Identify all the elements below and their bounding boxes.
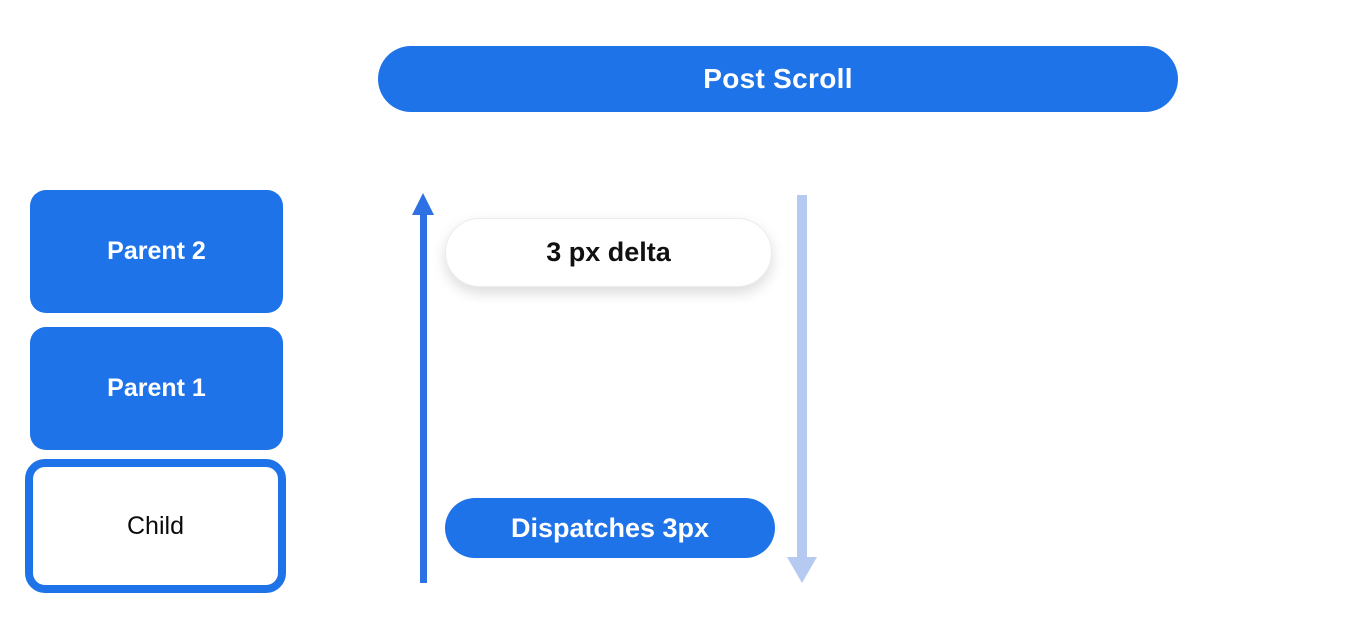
node-child: Child	[25, 459, 286, 593]
dispatch-annotation-label: Dispatches 3px	[510, 512, 710, 543]
dispatch-annotation-pill: Dispatches 3px	[445, 498, 775, 558]
node-parent-1-label: Parent 1	[107, 374, 206, 402]
node-child-label: Child	[127, 511, 184, 540]
scroll-up-arrow-shaft	[420, 211, 427, 583]
post-scroll-label: Post Scroll	[703, 63, 853, 94]
post-scroll-down-arrow-head-icon	[787, 557, 817, 583]
delta-annotation-label: 3 px delta	[546, 237, 671, 267]
delta-annotation-pill: 3 px delta	[445, 218, 772, 287]
post-scroll-pill: Post Scroll	[378, 46, 1178, 112]
scroll-up-arrow-head-icon	[412, 193, 434, 215]
node-parent-2-label: Parent 2	[107, 237, 206, 265]
node-parent-1: Parent 1	[30, 327, 283, 450]
post-scroll-down-arrow-shaft	[797, 195, 807, 558]
node-parent-2: Parent 2	[30, 190, 283, 313]
